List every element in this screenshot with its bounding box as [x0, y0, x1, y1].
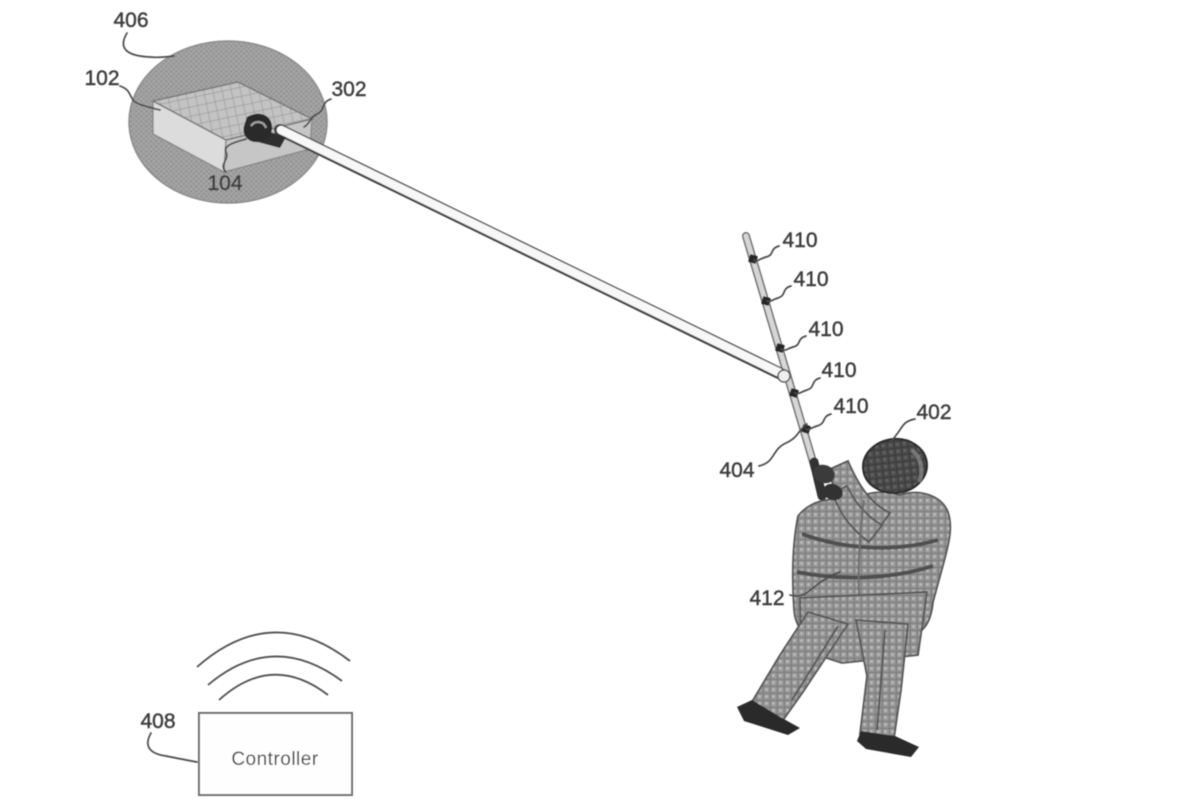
harness-strap-waist [796, 564, 934, 580]
leader-404 [758, 423, 808, 467]
leader-410-2 [766, 285, 792, 303]
leader-102 [119, 85, 161, 111]
controller-unit: Controller [196, 631, 353, 796]
leader-408 [147, 732, 198, 763]
left-leg-crease [791, 625, 839, 701]
label-412: 412 [749, 587, 784, 610]
reference-numerals: 406 102 302 104 410 410 410 410 410 402 … [84, 9, 951, 733]
wireless-signal-icon [196, 631, 351, 701]
label-404: 404 [719, 459, 754, 482]
leader-302 [303, 98, 332, 128]
leader-410-1 [753, 245, 780, 262]
person-right-foot [857, 731, 919, 757]
controller-rect [198, 712, 353, 796]
person-hand-lower [823, 483, 843, 501]
person-left-leg [748, 610, 850, 725]
person-figure [737, 437, 952, 757]
label-410-3: 410 [808, 318, 843, 341]
leader-410-5 [805, 413, 832, 431]
marker-410-1 [748, 254, 758, 264]
label-302: 302 [331, 78, 366, 101]
leader-410-4 [794, 377, 821, 395]
harness-strap-shoulder [801, 532, 939, 550]
person-left-foot [737, 700, 800, 735]
label-406: 406 [113, 9, 148, 32]
leader-406 [122, 32, 175, 59]
sensor-mast [742, 232, 826, 496]
label-410-5: 410 [833, 395, 868, 418]
controller-label: Controller [231, 749, 319, 770]
signal-arc-inner [218, 673, 329, 701]
leader-402 [889, 418, 916, 444]
tether-pole [274, 124, 791, 383]
head-highlight [910, 448, 924, 483]
tether-pole-body [276, 125, 785, 378]
leader-104 [222, 138, 247, 173]
coupler-hook [243, 113, 273, 143]
tether-pole-end-cap [777, 369, 791, 383]
leader-412 [789, 571, 841, 597]
label-408: 408 [140, 710, 175, 733]
sensor-mast-body [743, 233, 825, 495]
person-arm-lower [831, 484, 884, 544]
coupler-highlight [250, 121, 268, 129]
leader-lines [119, 32, 916, 763]
attachment-coupler [243, 113, 286, 148]
marker-410-2 [761, 296, 771, 306]
label-410-2: 410 [793, 268, 828, 291]
signal-arc-middle [207, 655, 343, 686]
label-104: 104 [207, 172, 242, 195]
signal-arc-outer [196, 631, 351, 668]
label-410-1: 410 [782, 229, 817, 252]
right-leg-crease [876, 629, 886, 731]
person-hand-upper [813, 464, 835, 484]
label-410-4: 410 [821, 359, 856, 382]
leader-410-3 [780, 335, 807, 352]
marker-410-4 [789, 388, 799, 398]
label-402: 402 [916, 401, 951, 424]
label-102: 102 [84, 67, 119, 90]
